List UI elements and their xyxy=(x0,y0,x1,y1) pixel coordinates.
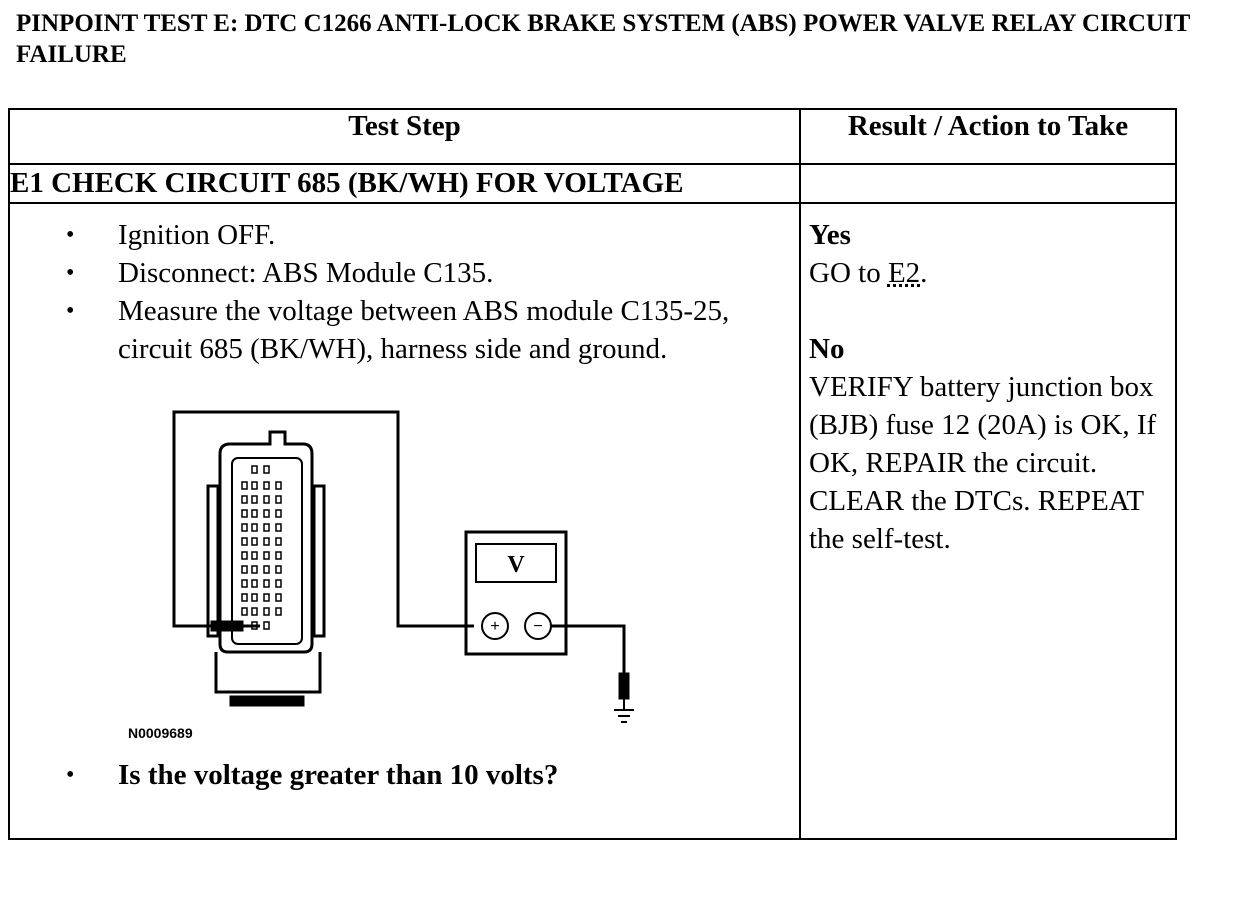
link-e2[interactable]: E2 xyxy=(887,257,921,289)
yes-label: Yes xyxy=(809,219,851,251)
negative-lead xyxy=(551,624,626,686)
no-action: VERIFY battery junction box (BJB) fuse 1… xyxy=(809,371,1157,555)
pin-field xyxy=(231,457,303,645)
multimeter-body xyxy=(464,530,568,656)
table-header-row: Test Step Result / Action to Take xyxy=(8,108,1177,165)
header-test-step: Test Step xyxy=(8,108,801,165)
connector-housing xyxy=(218,430,314,654)
step-heading-row: E1 CHECK CIRCUIT 685 (BK/WH) FOR VOLTAGE xyxy=(8,163,1177,204)
step-body: Ignition OFF. Disconnect: ABS Module C13… xyxy=(8,202,801,840)
pin-cavities xyxy=(241,465,282,630)
no-label: No xyxy=(809,333,845,365)
step-question: Is the voltage greater than 10 volts? xyxy=(66,756,558,794)
multimeter-display xyxy=(475,543,557,583)
bullet-disconnect: Disconnect: ABS Module C135. xyxy=(66,254,746,292)
yes-end: . xyxy=(920,257,928,289)
result-cell: Yes GO to E2. No VERIFY battery junction… xyxy=(799,202,1177,840)
step-heading: E1 CHECK CIRCUIT 685 (BK/WH) FOR VOLTAGE xyxy=(8,163,801,204)
yes-go-text: GO to xyxy=(809,257,888,289)
meter-v-label: V xyxy=(507,552,525,578)
step-bullets: Ignition OFF. Disconnect: ABS Module C13… xyxy=(66,216,746,368)
figure-id: N0009689 xyxy=(128,725,193,741)
positive-lead xyxy=(172,410,474,628)
terminal-minus: − xyxy=(533,618,542,635)
connector-latch-right xyxy=(312,484,326,638)
yes-action: GO to E2. xyxy=(809,254,1169,292)
connector-base xyxy=(214,652,322,694)
bullet-ignition-off: Ignition OFF. xyxy=(66,216,746,254)
bullet-measure: Measure the voltage between ABS module C… xyxy=(66,292,746,368)
probe-tip xyxy=(210,620,244,632)
empty-cell xyxy=(799,163,1177,204)
pinpoint-test-table: Test Step Result / Action to Take E1 CHE… xyxy=(8,108,1177,840)
page-title: PINPOINT TEST E: DTC C1266 ANTI-LOCK BRA… xyxy=(16,10,1190,68)
ground-clip xyxy=(618,672,630,700)
header-result: Result / Action to Take xyxy=(799,108,1177,165)
wiring-diagram: + − V N0009689 xyxy=(128,410,634,741)
ground-symbol xyxy=(614,709,634,723)
step-body-row: Ignition OFF. Disconnect: ABS Module C13… xyxy=(8,202,1177,840)
result-text: Yes GO to E2. No VERIFY battery junction… xyxy=(809,216,1169,558)
connector-foot xyxy=(229,695,305,707)
connector-latch-left xyxy=(206,484,220,638)
positive-terminal xyxy=(481,612,509,640)
terminal-plus: + xyxy=(490,618,499,635)
